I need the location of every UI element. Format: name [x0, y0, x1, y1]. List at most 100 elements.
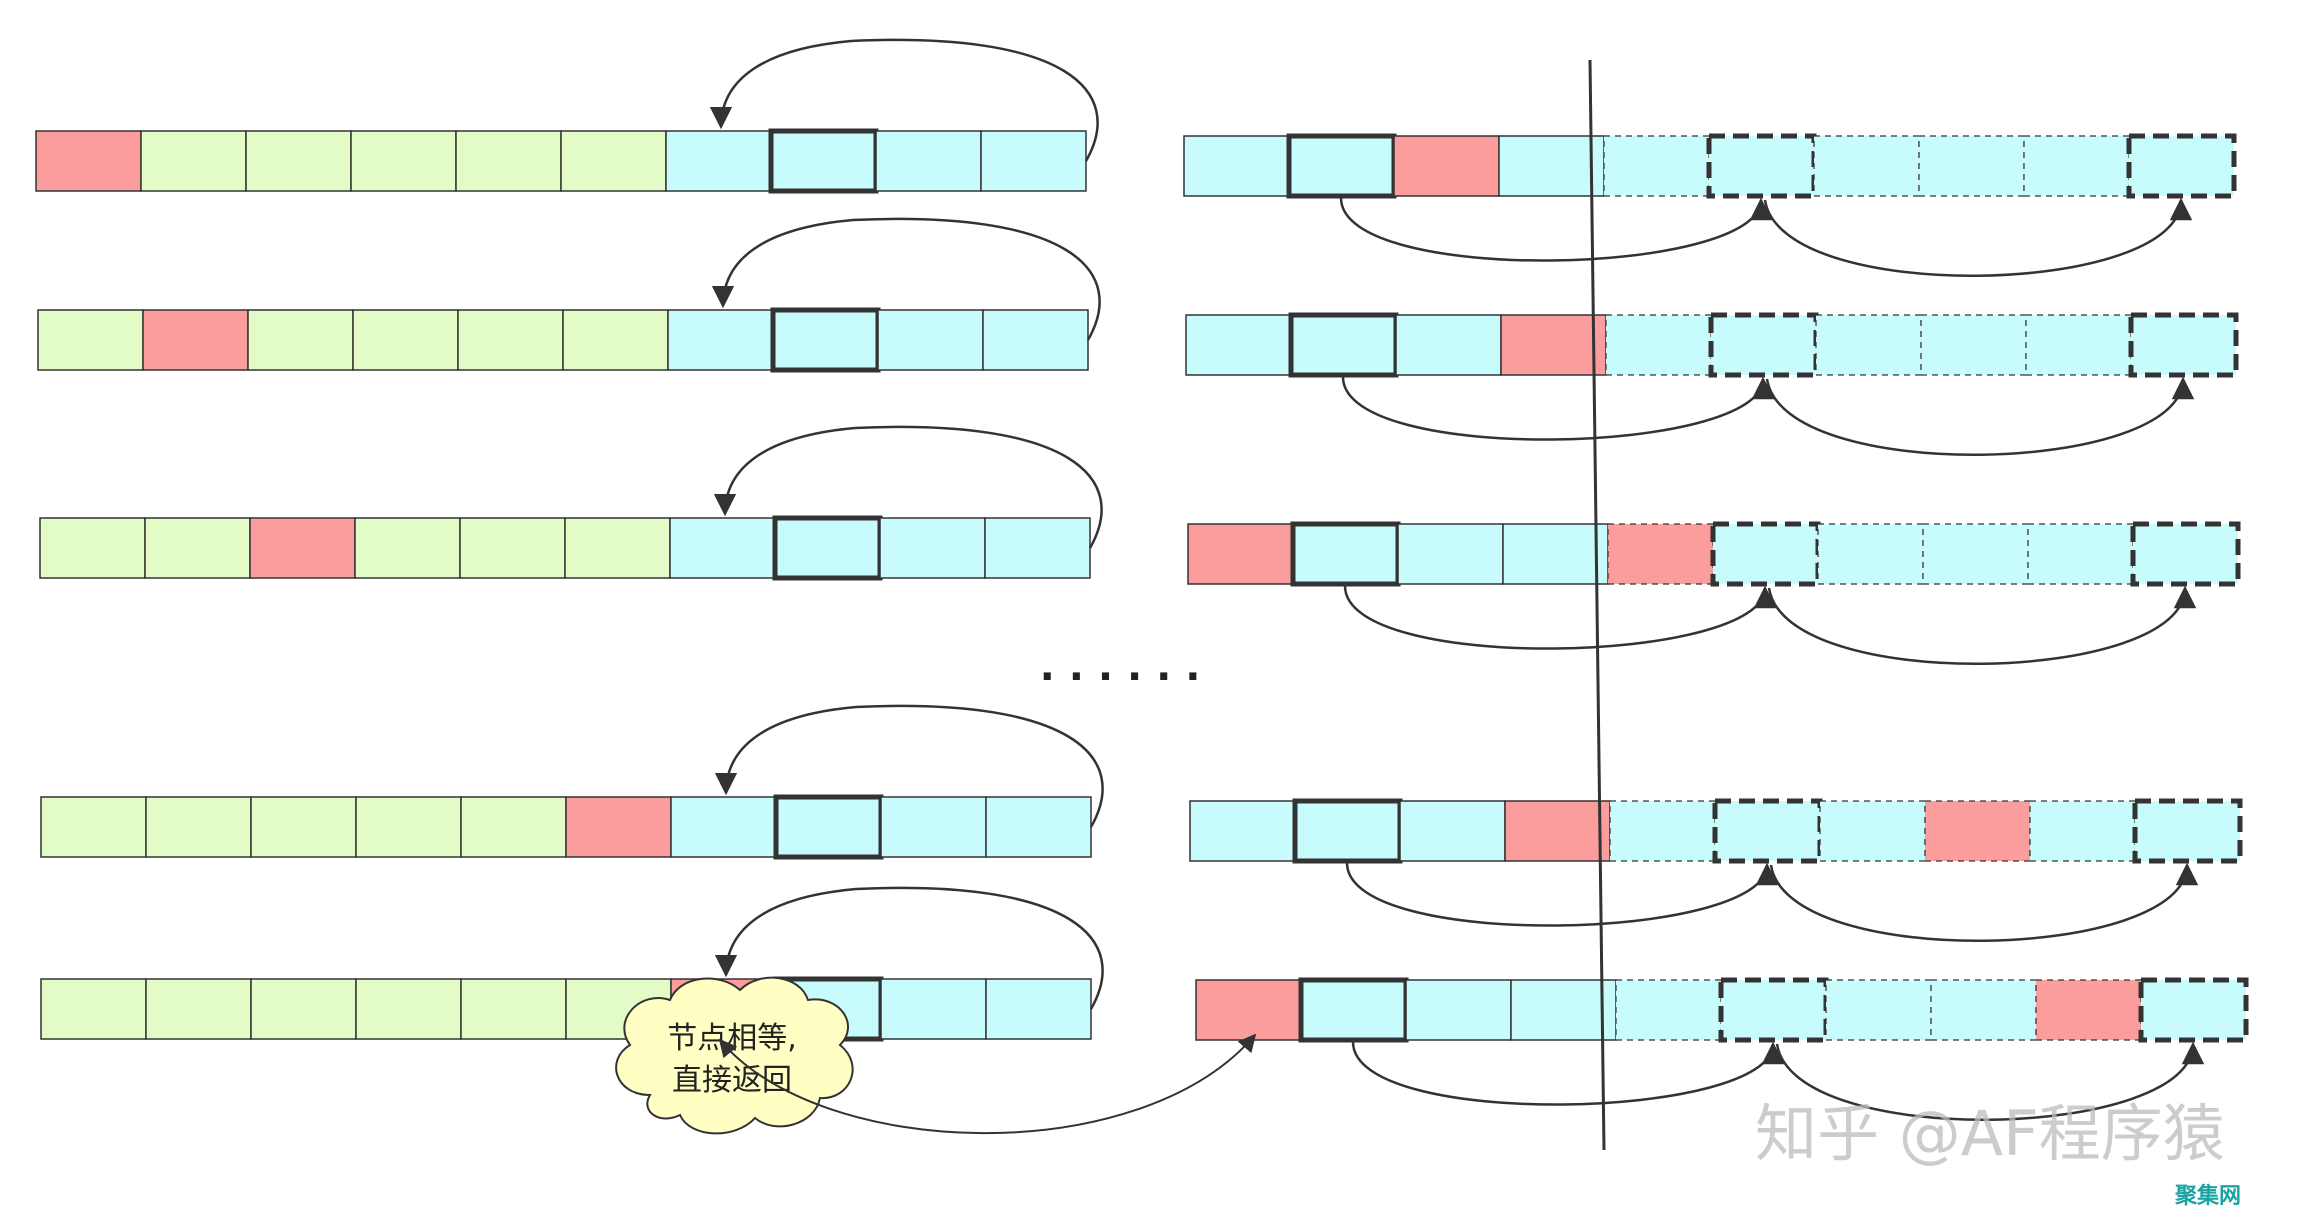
- list-node: [1395, 314, 1502, 376]
- list-node: [144, 517, 251, 579]
- virtual-node: [1609, 800, 1716, 862]
- virtual-node-current: [2130, 521, 2241, 587]
- list-node-current: [1286, 133, 1397, 199]
- list-node-highlight: [1195, 979, 1302, 1041]
- virtual-node: [1815, 314, 1922, 376]
- list-node-current: [770, 307, 881, 373]
- jump-arrow: [1769, 862, 2199, 943]
- list-node-highlight: [1500, 314, 1607, 376]
- list-node: [1397, 523, 1504, 585]
- list-node: [1183, 135, 1290, 197]
- cycle-arrow: [713, 425, 1103, 549]
- list-node: [39, 517, 146, 579]
- list-node-highlight: [249, 517, 356, 579]
- list-node: [460, 978, 567, 1040]
- list-node: [145, 978, 252, 1040]
- list-node: [455, 130, 562, 192]
- list-node: [250, 978, 357, 1040]
- list-node: [875, 130, 982, 192]
- virtual-node: [1819, 800, 1926, 862]
- list-node: [877, 309, 984, 371]
- right-list-row: [1183, 133, 2237, 278]
- virtual-node-current: [1708, 312, 1819, 378]
- right-list-row: [1189, 798, 2243, 943]
- list-node-current: [768, 128, 879, 194]
- virtual-node: [1605, 314, 1712, 376]
- list-node: [354, 517, 461, 579]
- cycle-arrow: [711, 217, 1101, 341]
- list-node: [145, 796, 252, 858]
- list-node-current: [772, 515, 883, 581]
- virtual-node-current: [2128, 312, 2239, 378]
- list-node: [140, 130, 247, 192]
- callout-line-2: 直接返回: [672, 1063, 792, 1098]
- list-node: [1510, 979, 1617, 1041]
- callout-line-1: 节点相等,: [667, 1021, 797, 1056]
- virtual-node-current: [1710, 521, 1821, 587]
- jump-arrow: [1341, 376, 1775, 441]
- cycle-arrow: [709, 38, 1099, 162]
- watermark-text: 知乎 @AF程序猿: [1755, 1097, 2225, 1170]
- list-node: [1502, 523, 1609, 585]
- virtual-node: [2023, 135, 2130, 197]
- divider-line: [1588, 59, 1606, 1151]
- list-node: [1405, 979, 1512, 1041]
- list-node-current: [1288, 312, 1399, 378]
- list-node: [1189, 800, 1296, 862]
- list-node-current: [773, 794, 884, 860]
- virtual-node-highlight: [2035, 979, 2142, 1041]
- list-node-current: [1292, 798, 1403, 864]
- list-node: [985, 796, 1092, 858]
- list-node: [980, 130, 1087, 192]
- list-node: [880, 978, 987, 1040]
- list-node: [355, 796, 462, 858]
- virtual-node-current: [2126, 133, 2237, 199]
- jump-arrow: [1765, 376, 2195, 457]
- jump-arrow: [1775, 1041, 2205, 1122]
- virtual-node: [1930, 979, 2037, 1041]
- virtual-node: [1615, 979, 1722, 1041]
- list-node: [459, 517, 566, 579]
- jump-arrow: [1763, 197, 2193, 278]
- virtual-node: [1825, 979, 1932, 1041]
- list-node: [352, 309, 459, 371]
- list-node: [250, 796, 357, 858]
- jump-arrow: [1351, 1041, 1785, 1106]
- virtual-node: [2027, 523, 2134, 585]
- list-node-highlight: [142, 309, 249, 371]
- list-node: [669, 517, 776, 579]
- equal-nodes-arrow: [718, 1033, 1257, 1135]
- jump-arrow: [1343, 585, 1777, 650]
- right-list-row: [1195, 977, 2249, 1122]
- virtual-node: [1817, 523, 1924, 585]
- list-node: [40, 978, 147, 1040]
- list-node: [1498, 135, 1605, 197]
- list-node: [564, 517, 671, 579]
- list-node-highlight: [565, 796, 672, 858]
- list-node: [460, 796, 567, 858]
- list-node: [985, 978, 1092, 1040]
- left-list-row: [37, 217, 1101, 373]
- left-list-row: [40, 704, 1104, 860]
- cycle-arrow: [714, 704, 1104, 828]
- left-lists: [35, 38, 1104, 1042]
- virtual-node: [2029, 800, 2136, 862]
- jump-arrow: [1767, 585, 2197, 666]
- list-node-highlight: [1504, 800, 1611, 862]
- list-node: [247, 309, 354, 371]
- virtual-node-highlight: [1924, 800, 2031, 862]
- list-node: [880, 796, 987, 858]
- right-list-row: [1185, 312, 2239, 457]
- virtual-node-current: [1706, 133, 1817, 199]
- virtual-node: [1922, 523, 2029, 585]
- list-node: [1399, 800, 1506, 862]
- virtual-node: [1920, 314, 2027, 376]
- jump-arrow: [1345, 862, 1779, 927]
- list-node: [879, 517, 986, 579]
- list-node: [457, 309, 564, 371]
- list-node-current: [1298, 977, 1409, 1043]
- list-node: [562, 309, 669, 371]
- right-list-row: [1187, 521, 2241, 666]
- list-node: [670, 796, 777, 858]
